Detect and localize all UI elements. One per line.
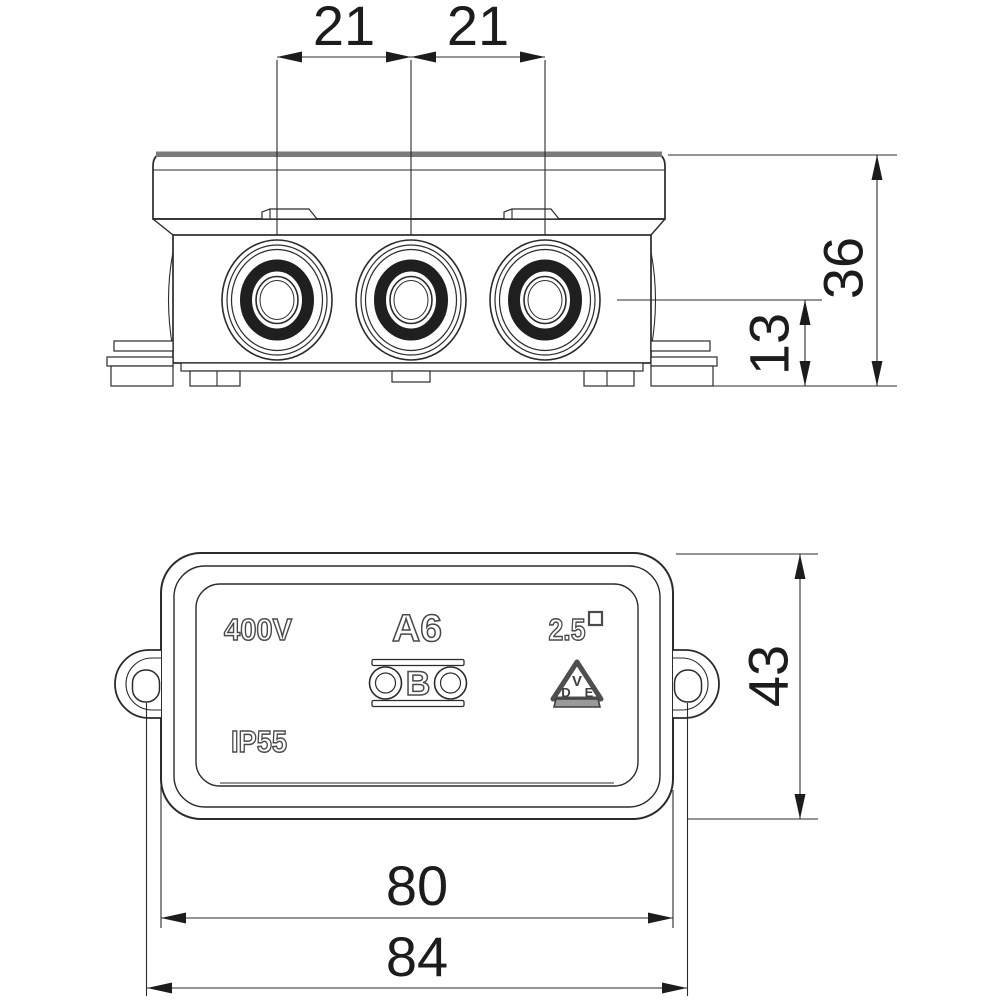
arrowhead — [871, 155, 883, 180]
obo-logo: B — [368, 658, 468, 708]
grommet-dark-ring — [240, 259, 314, 341]
ear-fixing-hole — [673, 669, 703, 703]
lid-top-gray-band — [156, 151, 662, 157]
arrowhead — [277, 51, 302, 63]
arrowhead — [871, 361, 883, 386]
marking-ip-rating: IP55 — [231, 724, 287, 759]
arrowhead — [161, 912, 186, 924]
front-elevation-view: 21 21 36 13 — [106, 0, 897, 387]
arrowhead — [662, 982, 687, 994]
mounting-ear-left — [114, 649, 161, 719]
ear-fixing-hole — [131, 669, 161, 703]
obo-logo-top-bar — [371, 658, 465, 667]
marking-voltage: 400V — [224, 612, 292, 647]
arrowhead — [520, 51, 545, 63]
lid-markings: 400V A6 2.5 IP55 B V D E — [223, 607, 604, 760]
lid-outline — [152, 152, 666, 220]
mounting-bracket-left — [106, 340, 174, 387]
obo-logo-bottom-bar — [371, 699, 465, 708]
vde-letter-d: D — [561, 685, 570, 700]
dim-entry-spacing: 21 21 — [276, 0, 546, 235]
mounting-ear-right — [673, 649, 720, 719]
dim-overall-width: 84 — [145, 703, 689, 996]
arrowhead — [794, 554, 806, 579]
arrowhead — [799, 361, 811, 386]
box-lid-top — [160, 552, 674, 820]
ear-inner-line — [673, 657, 709, 711]
arrowhead — [794, 794, 806, 819]
foot-right — [583, 370, 635, 387]
lid-skirt-left — [152, 218, 174, 236]
lid-inner-panel — [195, 583, 639, 787]
lid-skirt-right — [650, 218, 666, 236]
dim-label-80: 80 — [386, 854, 448, 917]
obo-letter-o-left — [368, 666, 403, 700]
dim-label-36: 36 — [812, 237, 875, 299]
plan-view: 400V A6 2.5 IP55 B V D E — [114, 552, 818, 996]
dim-plan-depth: 43 — [676, 553, 818, 820]
arrowhead — [799, 300, 811, 325]
foot-left — [189, 370, 241, 387]
cable-entry-grommet-1 — [221, 239, 333, 361]
dim-label-43: 43 — [737, 645, 800, 707]
dim-label-84: 84 — [386, 925, 448, 988]
lid-latch-tab-right — [503, 208, 561, 220]
body-bottom-rim — [180, 362, 644, 372]
cable-entry-grommet-3 — [489, 239, 601, 361]
dim-label-21-right: 21 — [447, 0, 509, 57]
vde-letter-e: E — [585, 685, 594, 700]
ear-inner-line — [125, 657, 161, 711]
obo-letter-o-right — [433, 666, 468, 700]
vde-triangle-logo: V D E — [550, 659, 604, 708]
marking-model: A6 — [392, 608, 442, 650]
vde-letter-v: V — [572, 673, 582, 690]
obo-letter-b: B — [406, 665, 431, 703]
arrowhead — [386, 51, 411, 63]
dim-overall-height: 36 — [668, 154, 897, 387]
grommet-dark-ring — [508, 259, 582, 341]
dim-entry-axis-height: 13 — [617, 299, 822, 386]
arrowhead — [411, 51, 436, 63]
cable-entry-grommet-2 — [355, 239, 467, 361]
box-body-side — [106, 234, 718, 387]
side-flange-left — [167, 251, 174, 350]
lid-latch-tab-left — [261, 208, 319, 220]
mounting-bracket-right — [650, 340, 718, 387]
dim-label-13: 13 — [738, 313, 801, 375]
box-lid-side — [152, 151, 666, 236]
vde-pedestal — [552, 698, 602, 708]
arrowhead — [147, 982, 172, 994]
arrowhead — [648, 912, 673, 924]
square-mm2-icon — [587, 610, 604, 627]
marking-conductor-size: 2.5 — [549, 612, 586, 647]
dim-lid-width: 80 — [160, 785, 674, 928]
foot-center — [391, 370, 431, 383]
grommet-dark-ring — [374, 259, 448, 341]
dim-label-21-left: 21 — [313, 0, 375, 57]
